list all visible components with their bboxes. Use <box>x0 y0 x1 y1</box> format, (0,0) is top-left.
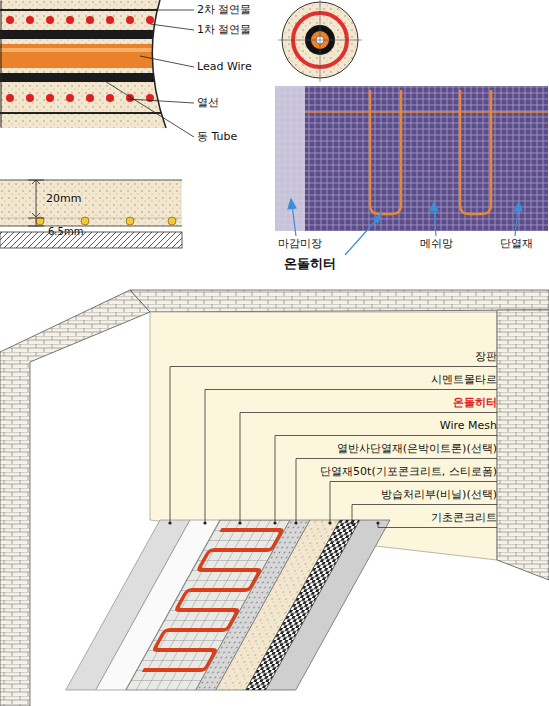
layer-label: 온돌히터 <box>453 396 497 410</box>
leader-line <box>352 505 353 524</box>
part-label: 온돌히터 <box>284 256 336 272</box>
leader-dot <box>273 521 276 524</box>
layer-label: 시멘트몰타르 <box>431 373 497 387</box>
leader-dot <box>238 521 241 524</box>
cable-section <box>0 0 170 128</box>
leader-dot <box>203 521 206 524</box>
layer-label: 방습처리부(비닐)(선택) <box>381 488 497 502</box>
floor-layers <box>66 520 390 690</box>
part-label: Lead Wire <box>197 60 252 74</box>
part-label: 1차 절연물 <box>197 23 252 37</box>
leader-line <box>170 366 497 367</box>
leader-line <box>205 390 206 524</box>
leader-dot <box>328 521 331 524</box>
layer-label: 단열재50t(기포콘크리트, 스티로폼) <box>320 465 497 479</box>
leader-line <box>352 504 497 505</box>
leader-line <box>205 389 497 390</box>
part-label: 동 Tube <box>197 130 237 144</box>
part-label: 6.5mm <box>48 225 83 238</box>
heater-cross-section <box>275 0 363 84</box>
part-label: 열선 <box>197 96 219 110</box>
leader-line <box>378 527 497 528</box>
part-label: 20mm <box>46 192 81 206</box>
layer-label: 열반사단열재(은박이트론)(선택) <box>337 442 497 456</box>
leader-line <box>330 482 331 524</box>
leader-line <box>296 458 497 459</box>
leader-line <box>170 367 171 524</box>
leader-dot <box>350 521 353 524</box>
part-label: 마감미장 <box>278 237 322 251</box>
leader-line <box>275 436 276 524</box>
layer-label: Wire Mesh <box>440 419 497 433</box>
leader-line <box>296 459 297 524</box>
layer-label: 기초콘크리트 <box>431 511 497 525</box>
leader-line <box>275 435 497 436</box>
leader-line <box>240 412 497 413</box>
leader-line <box>330 481 497 482</box>
leader-dot <box>294 521 297 524</box>
part-label: 메쉬망 <box>420 237 453 251</box>
part-label: 2차 절연물 <box>197 3 252 17</box>
leader-dot <box>168 521 171 524</box>
leader-dot <box>376 521 379 524</box>
layer-label: 장판 <box>475 350 497 364</box>
leader-line <box>240 413 241 524</box>
part-label: 단열재 <box>500 237 533 251</box>
